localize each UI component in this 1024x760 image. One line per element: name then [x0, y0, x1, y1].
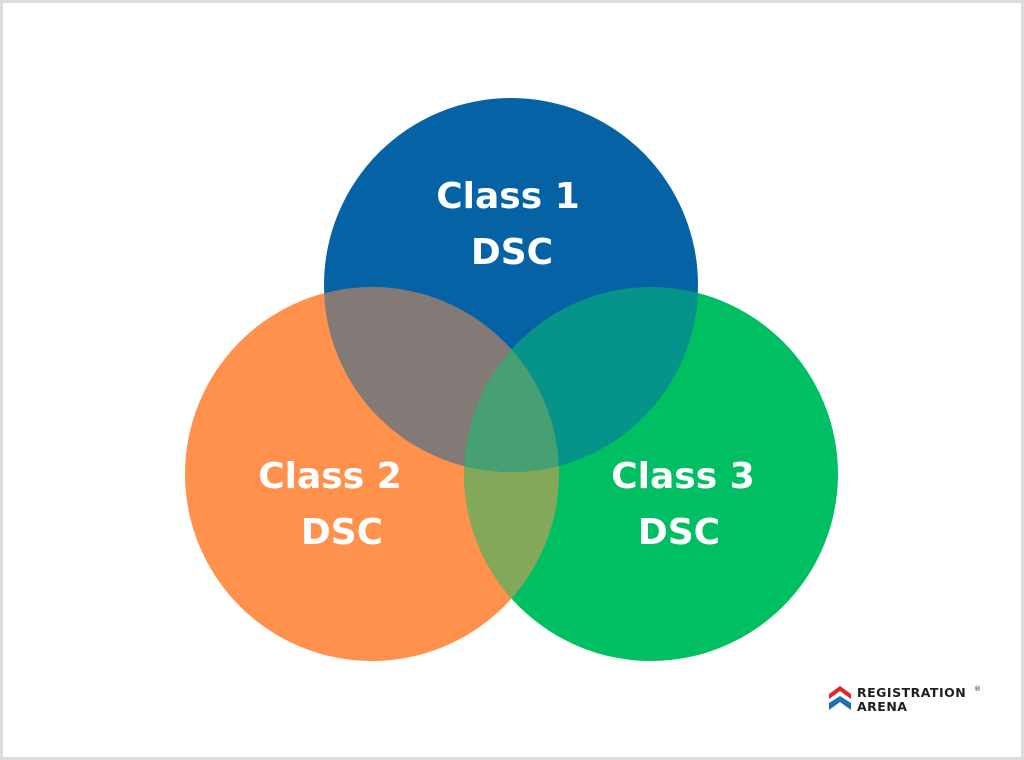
- class2-label-line1: Class 2: [258, 456, 402, 497]
- logo-red-chevron-icon: [829, 686, 851, 699]
- overlap-class1-class2: [324, 287, 559, 472]
- class2-label-line2: DSC: [301, 512, 383, 553]
- class3-label-line2: DSC: [638, 512, 720, 553]
- class1-label-line2: DSC: [471, 232, 553, 273]
- logo-blue-chevron-icon: [829, 696, 851, 710]
- logo-registered-mark: ®: [974, 685, 981, 693]
- class3-label-line1: Class 3: [611, 456, 755, 497]
- logo-text-line2: ARENA: [857, 699, 907, 714]
- class1-label-line1: Class 1: [436, 176, 580, 217]
- overlap-class1-class3: [464, 287, 698, 472]
- registration-arena-logo: REGISTRATION ARENA ®: [829, 685, 981, 714]
- logo-text-line1: REGISTRATION: [857, 685, 966, 700]
